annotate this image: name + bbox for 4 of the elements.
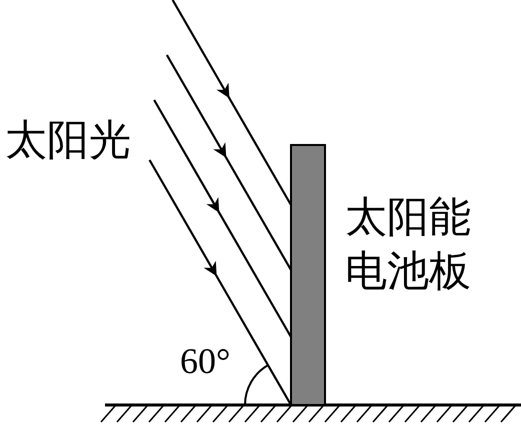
angle-label: 60° <box>180 340 230 382</box>
panel-caption: 太阳能电池板 <box>345 191 472 297</box>
text-label: 太阳光 <box>5 114 131 166</box>
solar-panel <box>290 144 326 406</box>
